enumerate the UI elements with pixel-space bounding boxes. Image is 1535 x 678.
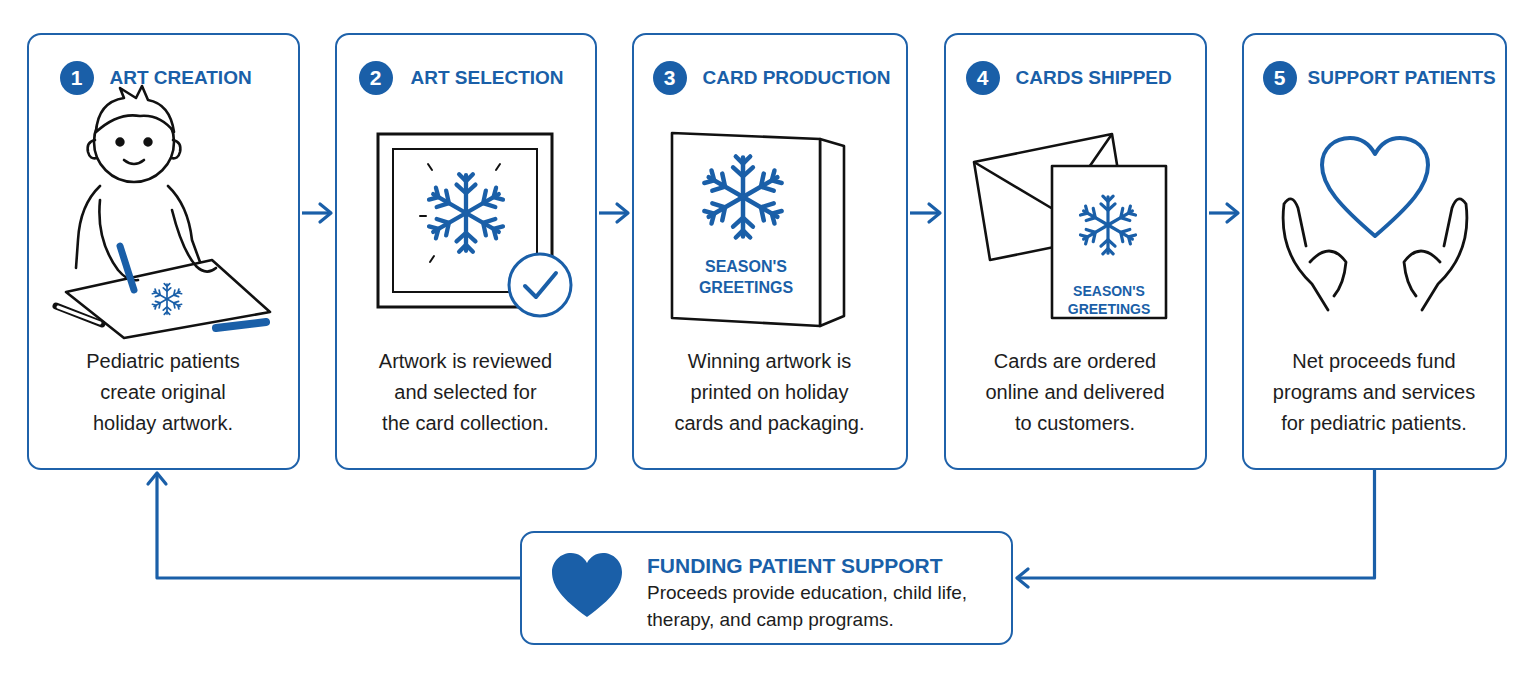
card-illustration — [672, 133, 844, 326]
card-back — [820, 139, 844, 326]
step-heading: ART SELECTION — [411, 66, 564, 90]
hands-illustration — [1283, 199, 1467, 310]
arrowhead — [617, 204, 628, 222]
child-illustration — [56, 86, 270, 338]
card-front — [1052, 166, 1166, 318]
check-badge — [509, 254, 571, 316]
child-hair — [96, 86, 174, 132]
arrowhead — [929, 204, 940, 222]
step-number-text: 1 — [71, 66, 83, 89]
child-arm — [99, 200, 138, 280]
connector-line — [1017, 470, 1375, 578]
step-box: CARDS SHIPPED Cards are ordered online an… — [944, 33, 1207, 470]
child-arm — [172, 210, 216, 272]
crayon — [216, 322, 266, 328]
crayon — [120, 246, 134, 290]
step-box: CARD PRODUCTION Winning artwork is printe… — [632, 33, 908, 470]
step-description: Cards are ordered online and delivered t… — [978, 346, 1173, 439]
step-number: 3 — [653, 61, 687, 95]
step-heading: CARDS SHIPPED — [1016, 66, 1172, 90]
snowflake — [428, 174, 504, 251]
step-number-text: 5 — [1274, 66, 1286, 89]
flow-arrow — [910, 204, 940, 222]
step-number-text: 3 — [664, 66, 676, 89]
child-smile — [124, 160, 144, 164]
summary-heading: FUNDING PATIENT SUPPORT — [647, 553, 943, 579]
step-number: 2 — [359, 61, 393, 95]
flow-arrow — [302, 204, 331, 222]
heart-outline — [1322, 138, 1428, 236]
step-heading: CARD PRODUCTION — [703, 66, 891, 90]
card-greeting: SEASON'S GREETINGS — [676, 256, 816, 298]
step-heading: SUPPORT PATIENTS — [1308, 66, 1496, 90]
step-number-text: 2 — [370, 66, 382, 89]
step-heading: ART CREATION — [110, 66, 252, 90]
step-box: SUPPORT PATIENTS Net proceeds fund progra… — [1242, 33, 1507, 470]
snowflake — [152, 284, 182, 315]
step-description: Winning artwork is printed on holiday ca… — [670, 346, 870, 439]
snowflake — [1080, 196, 1137, 254]
arrowhead — [320, 204, 331, 222]
flow-arrow — [599, 204, 628, 222]
arrowhead — [1017, 569, 1028, 587]
connector-line — [302, 211, 331, 214]
card-front — [672, 133, 820, 326]
child-eye — [145, 139, 152, 146]
step-description: Net proceeds fund programs and services … — [1267, 346, 1482, 439]
crayon — [58, 307, 100, 323]
step-box: ART SELECTION Artwork is reviewed and sel… — [335, 33, 597, 470]
step-number: 4 — [966, 61, 1000, 95]
crayon — [56, 306, 102, 324]
flow-arrow — [1209, 204, 1238, 222]
card-greeting: SEASON'S GREETINGS — [1058, 282, 1160, 318]
child-ear — [171, 140, 180, 158]
flow-arrow — [1017, 470, 1375, 587]
arrowhead — [148, 473, 166, 484]
sparkle-ticks — [420, 164, 500, 262]
child-body — [76, 186, 200, 268]
connector-line — [910, 211, 940, 214]
flow-arrow — [148, 473, 520, 578]
step-number: 1 — [60, 61, 94, 95]
child-ear — [88, 140, 97, 158]
envelope-illustration — [974, 134, 1166, 318]
heart-icon — [552, 553, 622, 617]
check-mark — [525, 273, 556, 297]
hand — [1404, 199, 1467, 310]
summary-box: FUNDING PATIENT SUPPORTProceeds provide … — [520, 531, 1013, 645]
connector-line — [157, 473, 520, 578]
step-description: Artwork is reviewed and selected for the… — [378, 346, 553, 439]
summary-description: Proceeds provide education, child life, … — [647, 579, 1005, 633]
child-eye — [117, 139, 124, 146]
arrowhead — [1227, 204, 1238, 222]
step-number-text: 4 — [977, 66, 989, 89]
connector-line — [1209, 211, 1238, 214]
step-number: 5 — [1263, 61, 1297, 95]
step-box: ART CREATION Pediatric patients create or… — [27, 33, 300, 470]
snowflake — [703, 157, 783, 238]
paper — [66, 260, 270, 338]
step-description: Pediatric patients create original holid… — [73, 346, 253, 439]
connector-line — [599, 211, 628, 214]
hand — [1283, 199, 1346, 310]
